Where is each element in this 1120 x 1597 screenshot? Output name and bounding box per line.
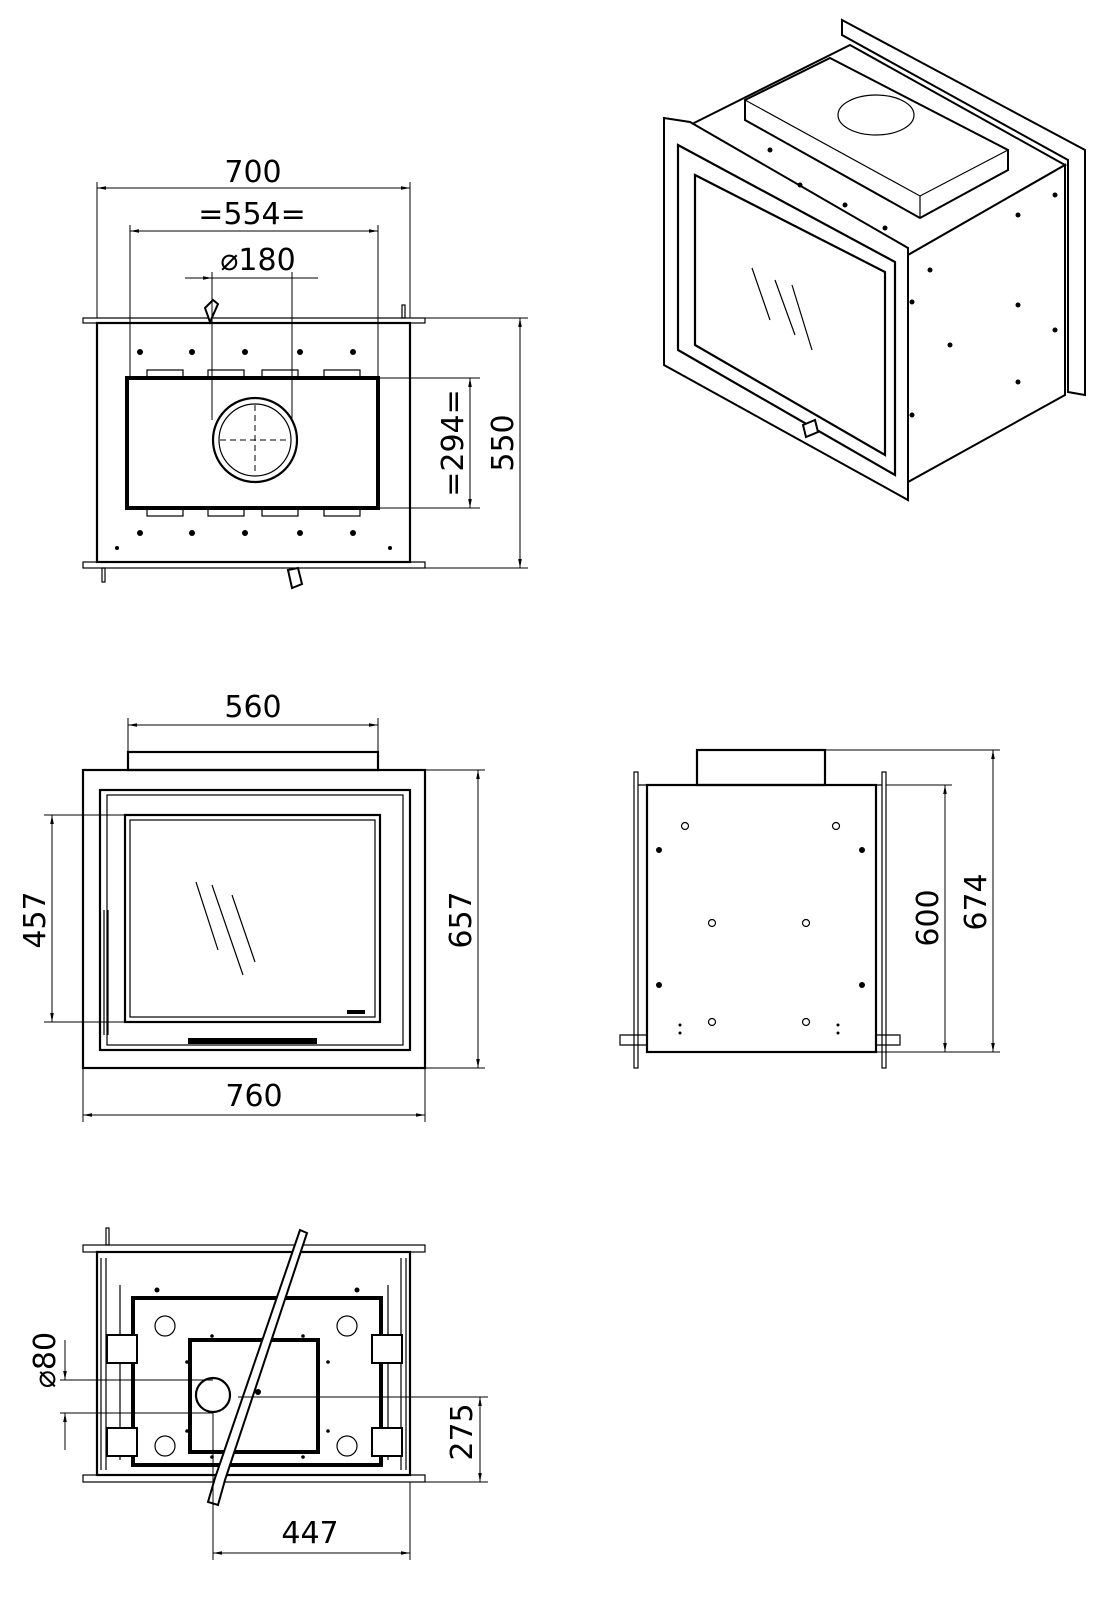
dimension-label: =554= bbox=[198, 197, 306, 232]
flue-collar-icon bbox=[211, 396, 299, 484]
handle-icon bbox=[286, 566, 304, 590]
dimension-label: 700 bbox=[224, 155, 281, 190]
dimension-label: 275 bbox=[445, 1403, 480, 1460]
dimension-label: 550 bbox=[486, 414, 521, 471]
glass-reflection-icon bbox=[751, 267, 813, 351]
perspective-view bbox=[663, 18, 1086, 502]
dimension-label: 657 bbox=[444, 891, 479, 948]
glass-reflection-icon bbox=[195, 881, 256, 976]
dimension-label: 447 bbox=[281, 1516, 338, 1551]
dimension-label: =294= bbox=[436, 389, 471, 497]
dimension-label: 600 bbox=[911, 889, 946, 946]
front-view: 560 457 657 760 bbox=[18, 690, 485, 1122]
dimension-label: ⌀180 bbox=[220, 243, 295, 278]
dimension-label: ⌀80 bbox=[28, 1332, 63, 1388]
dimension-label: 760 bbox=[225, 1079, 282, 1114]
air-inlet-icon bbox=[194, 1376, 232, 1414]
side-view: 600 674 bbox=[619, 748, 1000, 1069]
handle-rod-icon bbox=[206, 1228, 309, 1507]
dimension-label: 457 bbox=[18, 891, 53, 948]
dimension-label: 674 bbox=[959, 873, 994, 930]
dimension-label: 560 bbox=[224, 690, 281, 725]
bottom-view: ⌀80 275 447 bbox=[28, 1227, 488, 1560]
top-view: 700 =554= ⌀180 =294= 550 bbox=[82, 155, 528, 590]
